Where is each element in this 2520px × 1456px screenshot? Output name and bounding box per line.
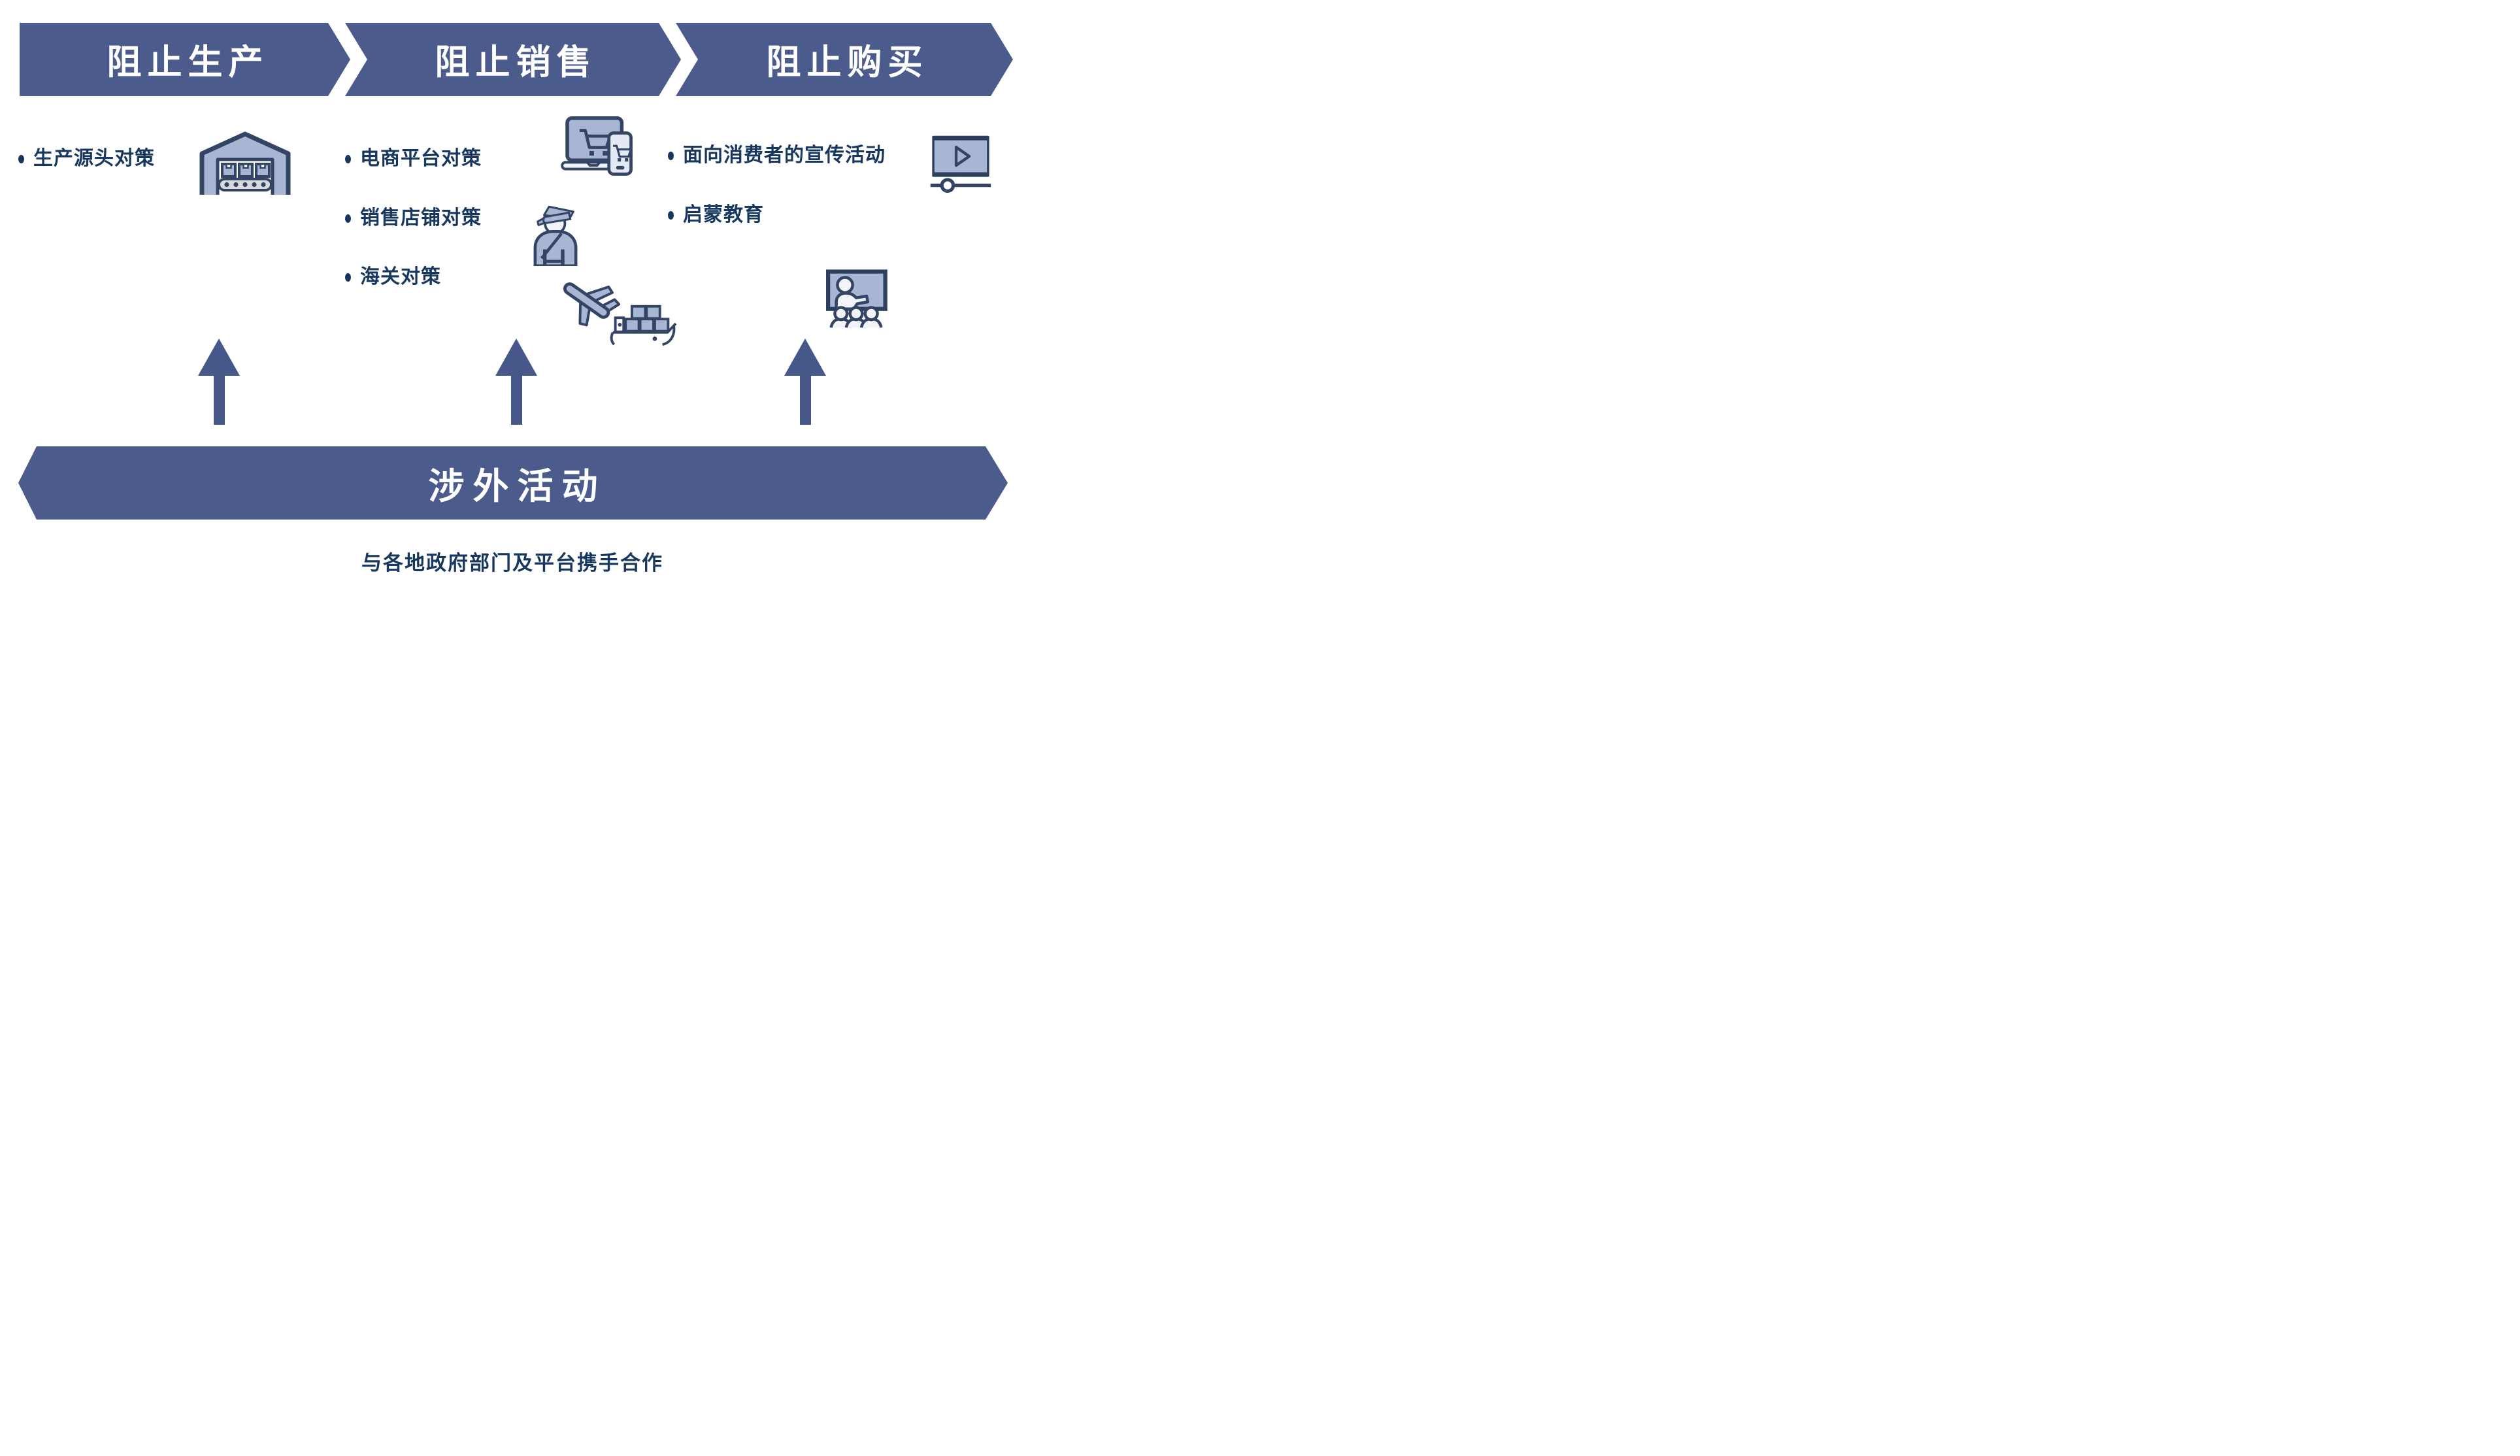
up-arrow-icon	[198, 339, 240, 425]
chevron-step-stop-buying: 阻止购买	[676, 23, 1013, 96]
bullet-text: 电商平台对策	[360, 148, 482, 169]
arrow-shaft	[510, 375, 522, 425]
banner-label: 涉外活动	[428, 466, 606, 506]
foreign-activities-banner: 涉外活动	[18, 446, 1008, 520]
chevron-label: 阻止购买	[766, 43, 929, 82]
bullet-ecommerce-platform: 电商平台对策	[345, 146, 482, 171]
arrow-head	[198, 339, 240, 376]
bullet-text: 生产源头对策	[33, 148, 155, 169]
chevron-label: 阻止销售	[435, 43, 597, 82]
chevron-step-stop-production: 阻止生产	[20, 23, 350, 96]
customs-officer-icon	[531, 205, 580, 266]
bullet-text: 启蒙教育	[683, 204, 764, 225]
bullet-education: 启蒙教育	[668, 203, 764, 227]
arrow-head	[495, 339, 537, 376]
arrow-head	[784, 339, 826, 376]
bullet-dot	[345, 273, 351, 282]
bullet-dot	[18, 154, 24, 163]
bullet-consumer-campaign: 面向消费者的宣传活动	[668, 143, 886, 168]
air-sea-freight-icon	[559, 277, 677, 348]
bullet-dot	[345, 154, 351, 163]
ecommerce-devices-icon	[560, 115, 637, 178]
chevron-step-stop-sales: 阻止销售	[345, 23, 681, 96]
bullet-text: 海关对策	[360, 266, 441, 288]
up-arrow-icon	[495, 339, 537, 425]
bullet-dot	[668, 210, 674, 220]
video-player-icon	[929, 135, 992, 193]
process-diagram: 阻止生产 阻止销售 阻止购买 生产源头对策 电商平台对策 销售店铺对策 海关对策…	[0, 0, 1025, 592]
bullet-production-source: 生产源头对策	[18, 146, 155, 171]
bullet-dot	[345, 214, 351, 223]
bullet-customs: 海关对策	[345, 265, 441, 290]
bullet-dot	[668, 151, 674, 160]
chevron-label: 阻止生产	[107, 43, 269, 82]
arrow-shaft	[799, 375, 811, 425]
bullet-text: 销售店铺对策	[360, 207, 482, 229]
up-arrow-icon	[784, 339, 826, 425]
cooperation-caption: 与各地政府部门及平台携手合作	[361, 552, 663, 574]
arrow-shaft	[213, 375, 225, 425]
bullet-retail-store: 销售店铺对策	[345, 206, 482, 231]
warehouse-production-icon	[196, 129, 294, 196]
bullet-text: 面向消费者的宣传活动	[683, 144, 886, 166]
classroom-icon	[823, 269, 889, 329]
